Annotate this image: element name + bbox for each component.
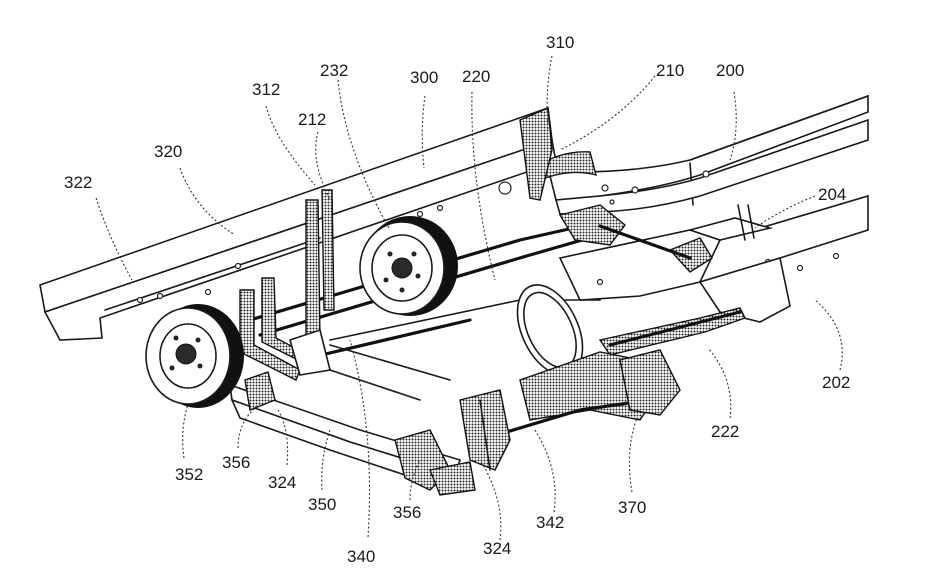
label-356-right: 356 xyxy=(393,503,421,522)
label-342: 342 xyxy=(536,513,564,532)
leader-340 xyxy=(349,339,371,538)
leader-320 xyxy=(179,167,236,236)
leader-370 xyxy=(628,417,638,493)
leader-210 xyxy=(559,75,656,151)
wheel-hub-forward xyxy=(359,216,458,316)
label-370: 370 xyxy=(618,498,646,517)
label-210: 210 xyxy=(656,61,684,80)
label-222: 222 xyxy=(711,422,739,441)
leader-324a xyxy=(277,409,289,466)
frame-rail-second xyxy=(558,194,869,323)
leader-322 xyxy=(95,197,133,281)
label-356-left: 356 xyxy=(222,453,250,472)
wheel-hub-rear xyxy=(145,304,244,408)
leader-356a xyxy=(237,403,261,449)
leader-220 xyxy=(471,91,496,281)
label-232: 232 xyxy=(320,61,348,80)
frame-rail-rear xyxy=(39,106,557,341)
label-322: 322 xyxy=(64,173,92,192)
label-212: 212 xyxy=(298,110,326,129)
label-324-left: 324 xyxy=(268,473,296,492)
leader-350 xyxy=(321,429,331,491)
label-220: 220 xyxy=(462,67,490,86)
label-310: 310 xyxy=(546,33,574,52)
frame-holes xyxy=(136,181,512,304)
leader-lines xyxy=(95,55,843,541)
label-204: 204 xyxy=(818,185,846,204)
leader-352 xyxy=(182,403,189,459)
leader-356b xyxy=(409,459,421,501)
leaf-spring xyxy=(598,307,746,356)
reference-labels: 310 210 200 232 300 220 312 212 320 322 … xyxy=(64,33,850,566)
leader-324b xyxy=(479,459,502,541)
leader-212 xyxy=(315,131,331,201)
leader-202 xyxy=(814,299,843,371)
label-200: 200 xyxy=(716,61,744,80)
label-352: 352 xyxy=(175,465,203,484)
differential-housing xyxy=(478,284,681,442)
label-312: 312 xyxy=(252,80,280,99)
leader-232 xyxy=(337,79,391,231)
label-324-right: 324 xyxy=(483,539,511,558)
label-320: 320 xyxy=(154,142,182,161)
leader-222 xyxy=(707,347,732,419)
label-350: 350 xyxy=(308,495,336,514)
leader-342 xyxy=(534,429,556,513)
label-300: 300 xyxy=(410,68,438,87)
spring-hangers xyxy=(239,106,553,496)
label-202: 202 xyxy=(822,373,850,392)
label-340: 340 xyxy=(347,547,375,566)
leader-300 xyxy=(421,95,426,169)
